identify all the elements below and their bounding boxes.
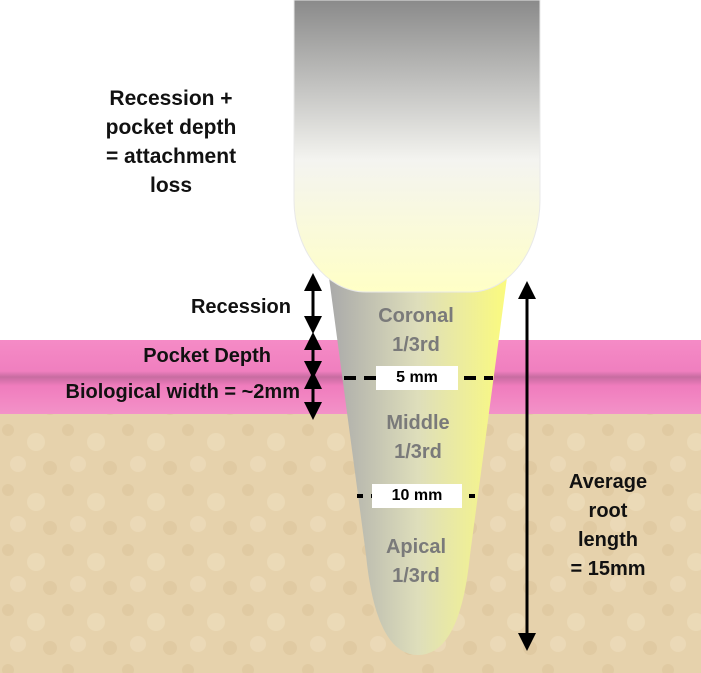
caption-line: loss <box>149 174 193 197</box>
root-length-line: root <box>588 500 628 522</box>
apical-zone-label: Apical 1/3rd <box>356 533 476 591</box>
zone-line: Middle <box>386 412 450 434</box>
coronal-zone-label: Coronal 1/3rd <box>356 302 476 360</box>
zone-line: Apical <box>385 536 447 558</box>
biological-width-label: Biological width = ~2mm <box>65 381 301 403</box>
bone-area <box>0 412 701 673</box>
caption-line: Recession + <box>109 87 233 110</box>
recession-label: Recession <box>190 296 291 318</box>
zone-line: Coronal <box>378 305 454 327</box>
root-length-line: = 15mm <box>570 558 646 580</box>
zone-line: 1/3rd <box>392 334 440 356</box>
middle-zone-label: Middle 1/3rd <box>358 409 478 467</box>
root-length-label: Average root length = 15mm <box>548 468 668 584</box>
caption-line: = attachment <box>105 145 237 168</box>
zone-line: 1/3rd <box>394 441 442 463</box>
zone-line: 1/3rd <box>392 565 440 587</box>
root-length-line: length <box>578 529 638 551</box>
tooth-root <box>328 270 508 655</box>
attachment-loss-caption: Recession + pocket depth = attachment lo… <box>78 84 264 200</box>
pocket-depth-label: Pocket Depth <box>143 345 271 367</box>
ten-mm-label: 10 mm <box>372 484 462 508</box>
root-length-line: Average <box>568 471 648 493</box>
tooth-crown <box>293 0 541 293</box>
caption-line: pocket depth <box>105 116 237 139</box>
five-mm-label: 5 mm <box>376 366 458 390</box>
